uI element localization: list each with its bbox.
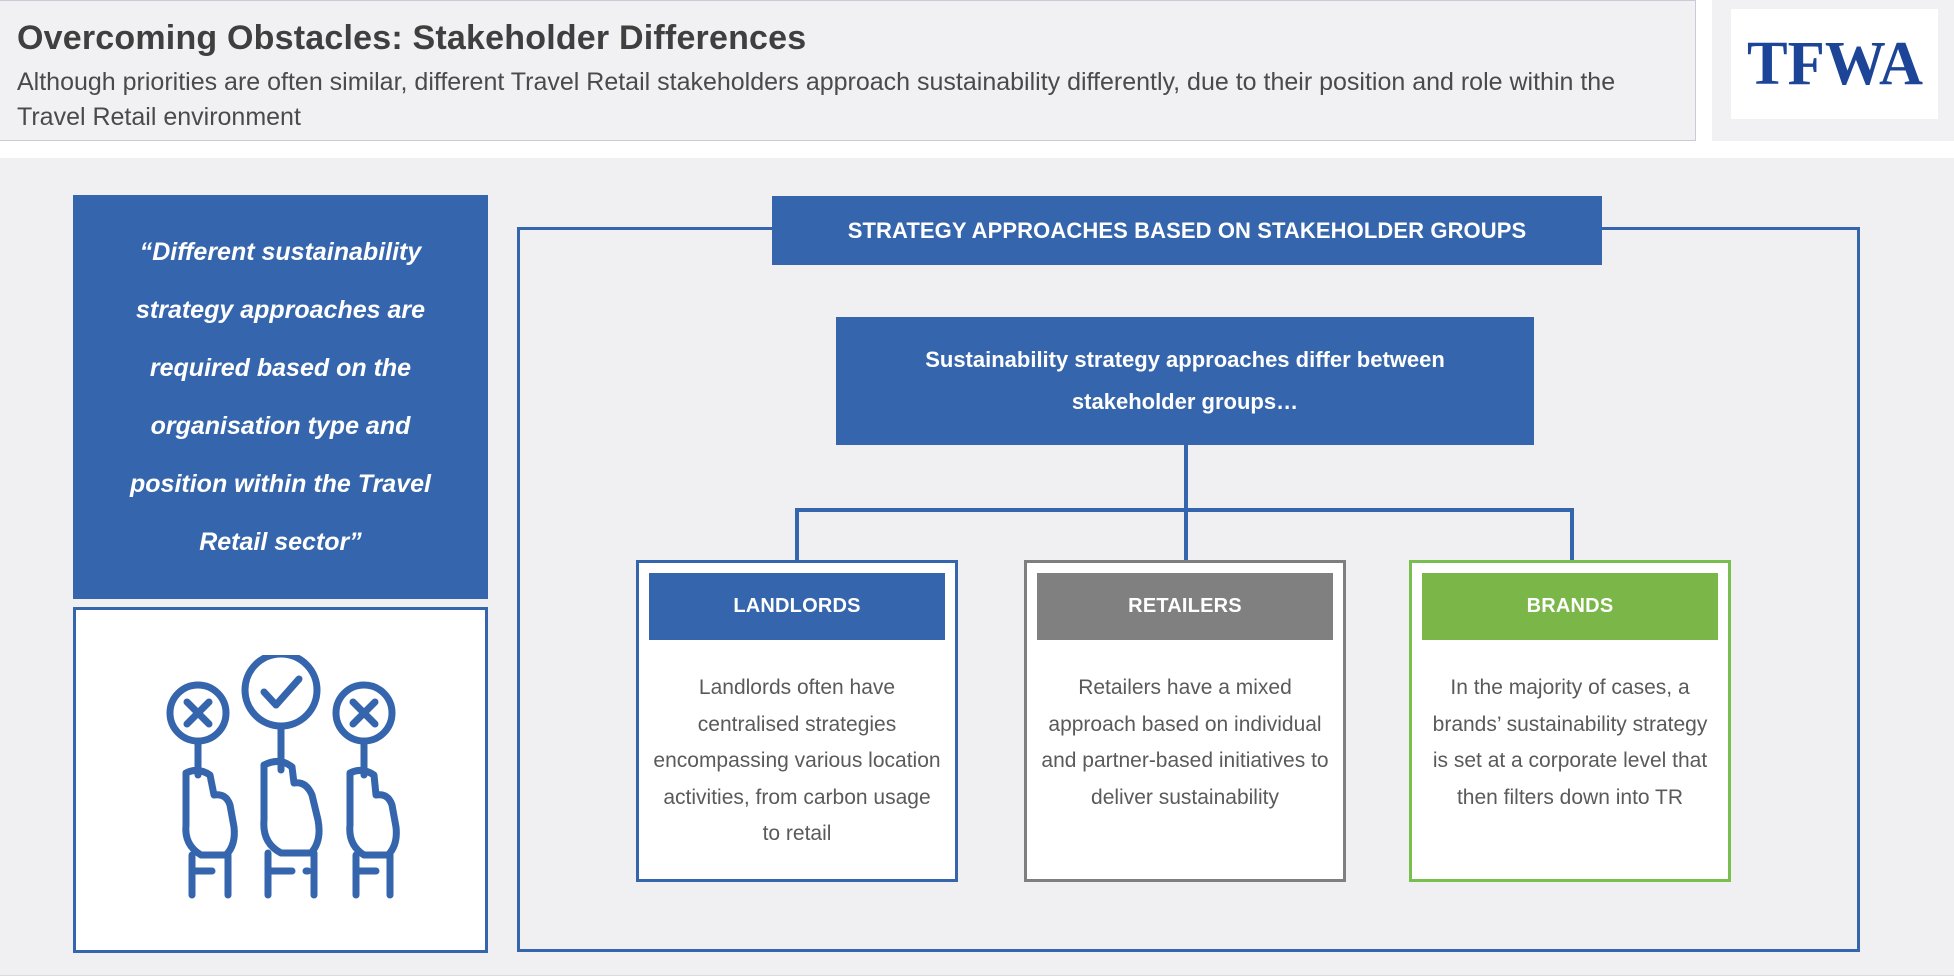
- card-brands-title: BRANDS: [1422, 573, 1718, 640]
- card-landlords-title: LANDLORDS: [649, 573, 945, 640]
- card-brands: BRANDS In the majority of cases, a brand…: [1409, 560, 1731, 882]
- strategy-banner: STRATEGY APPROACHES BASED ON STAKEHOLDER…: [772, 196, 1602, 265]
- quote-text: “Different sustainability strategy appro…: [130, 238, 431, 556]
- reject-sign-left-icon: [166, 681, 230, 779]
- page-subtitle: Although priorities are often similar, d…: [17, 68, 1616, 131]
- page-title: Overcoming Obstacles: Stakeholder Differ…: [17, 19, 807, 57]
- central-statement: Sustainability strategy approaches diffe…: [836, 317, 1534, 445]
- header-bar: Overcoming Obstacles: Stakeholder Differ…: [0, 0, 1696, 141]
- voting-icon-box: [73, 607, 488, 953]
- tfwa-logo-mark: TFWA: [1747, 30, 1923, 98]
- card-retailers-title: RETAILERS: [1037, 573, 1333, 640]
- tfwa-logo-text: TFWA: [1747, 30, 1923, 98]
- card-landlords-text: Landlords often have centralised strateg…: [653, 676, 941, 845]
- hand-right-icon: [346, 766, 400, 899]
- hand-center-icon: [260, 758, 323, 899]
- tfwa-logo: TFWA: [1731, 9, 1938, 119]
- reject-sign-right-icon: [332, 681, 396, 779]
- voting-hands-icon: [166, 655, 400, 899]
- card-retailers-text: Retailers have a mixed approach based on…: [1041, 676, 1329, 809]
- card-landlords: LANDLORDS Landlords often have centralis…: [636, 560, 958, 882]
- card-retailers: RETAILERS Retailers have a mixed approac…: [1024, 560, 1346, 882]
- quote-box: “Different sustainability strategy appro…: [73, 195, 488, 599]
- card-brands-text: In the majority of cases, a brands’ sust…: [1432, 676, 1708, 809]
- hand-left-icon: [182, 766, 238, 899]
